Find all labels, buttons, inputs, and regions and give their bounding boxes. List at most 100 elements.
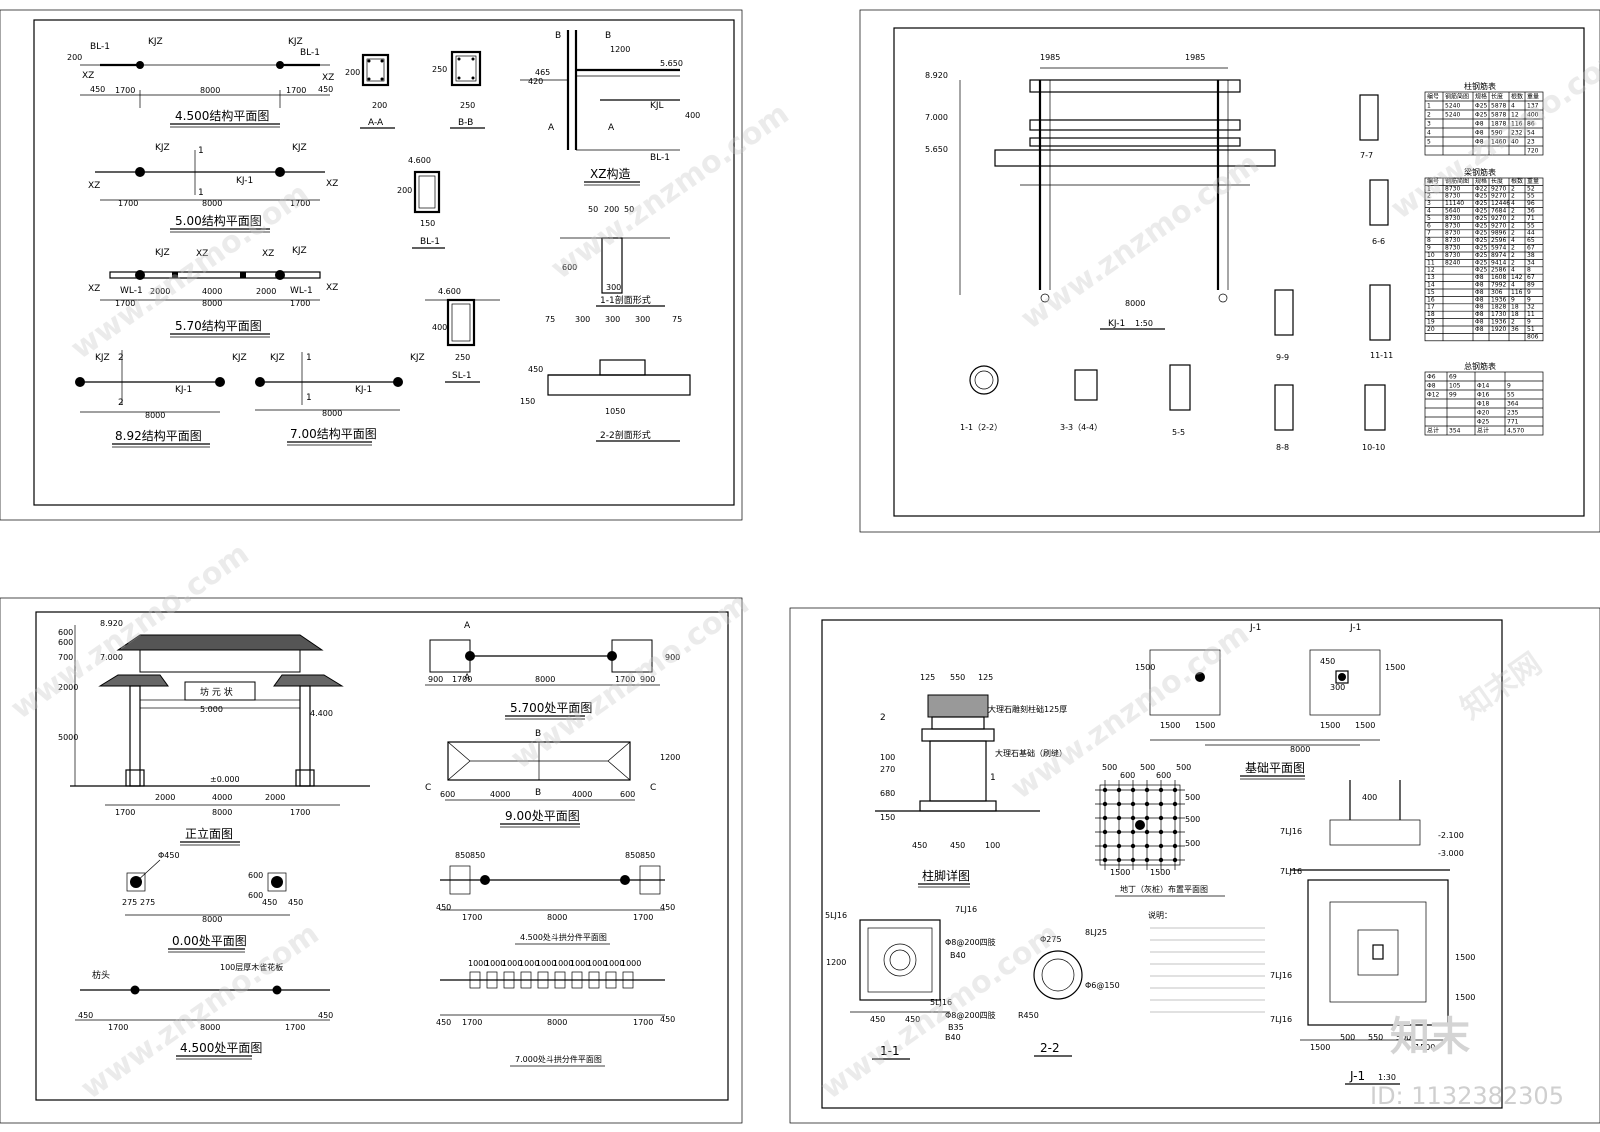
table-beam-rebar-cell: Φ25 (1475, 222, 1488, 229)
table-column-rebar-cell: 1 (1427, 103, 1431, 110)
d1: 125 (920, 673, 935, 682)
plan-5000: KJZ KJZ KJ-1 XZ XZ 1 1 1700 8000 1700 5.… (88, 143, 338, 233)
section-2-2: 75 300 300 300 75 450 150 1050 2-2剖面形式 (520, 315, 691, 442)
sect-8-8: 8-8 (1276, 443, 1289, 452)
table-column-rebar-cell: 1878 (1491, 121, 1506, 128)
bracket-dim: 1000 (604, 959, 624, 968)
d3: 8000 (200, 1023, 220, 1032)
table-beam-rebar-cell: Φ8 (1475, 296, 1484, 303)
table-beam-rebar-cell: 4 (1511, 200, 1515, 207)
table-beam-rebar-cell: 13 (1427, 274, 1435, 281)
table-column-rebar-cell: Φ25 (1475, 103, 1488, 110)
d1: 500 (1102, 763, 1117, 772)
pile-dot (1158, 815, 1164, 821)
table-beam-rebar-cell: 65 (1527, 237, 1535, 244)
d4: 300 (635, 315, 650, 324)
d7: 8000 (547, 913, 567, 922)
pile-dot (1172, 843, 1178, 849)
table-beam-rebar-cell: Φ25 (1475, 237, 1488, 244)
table-column-rebar-cell: 232 (1511, 130, 1523, 137)
tag-xz-2: XZ (262, 249, 274, 259)
dim-c: 4000 (202, 287, 222, 296)
d4: 100 (880, 753, 895, 762)
pile-dot (1172, 787, 1178, 793)
d9: 450 (950, 841, 965, 850)
front-elevation: 坊 元 状 8.920 7.000 5.000 4.400 ±0.000 200… (58, 619, 370, 846)
table-beam-rebar-cell: 1920 (1491, 326, 1506, 333)
pile-dot (1144, 857, 1150, 863)
d2: 600 (1120, 771, 1135, 780)
table-total-rebar-frame (1424, 371, 1544, 436)
bracket-unit (605, 971, 617, 989)
tag-xz-right: XZ (322, 73, 334, 83)
pile-dot (1102, 787, 1108, 793)
d5: 900 (640, 675, 655, 684)
d-d: 1700 (633, 1018, 653, 1027)
table-total-rebar-cell: Φ18 (1477, 401, 1490, 408)
d7: 500 (1396, 1033, 1411, 1042)
table-column-rebar-cell: Φ25 (1475, 112, 1488, 119)
table-beam-rebar-cell: 51 (1527, 326, 1535, 333)
section-1-1: 50 200 50 600 300 1-1剖面形式 (560, 205, 670, 307)
table-beam-rebar-cell: 规格 (1475, 177, 1487, 185)
t1: 7LJ16 (1280, 827, 1302, 836)
d5: 300 (606, 283, 621, 292)
bracket-unit (486, 971, 498, 989)
table-beam-rebar-cell: 9270 (1491, 193, 1506, 200)
table-column-rebar-cell: 400 (1527, 112, 1539, 119)
d-dia: Φ450 (158, 851, 180, 860)
table-beam-rebar-cell: Φ8 (1475, 311, 1484, 318)
table-beam-rebar-cell: Φ8 (1475, 289, 1484, 296)
table-total-rebar-cell: Φ16 (1477, 392, 1490, 399)
bracket-unit (588, 971, 600, 989)
table-beam-rebar-cell: 34 (1527, 259, 1535, 266)
sheet-4-inner-frame (821, 619, 1503, 1109)
d6: 450 (528, 365, 543, 374)
table-column-rebar-cell: 1460 (1491, 139, 1506, 146)
dim-l: 1985 (1040, 53, 1060, 62)
tag-cut-1: 1 (306, 353, 312, 363)
d1: 600 (248, 871, 263, 880)
bracket-unit (622, 971, 634, 989)
table-column-rebar-cell: 4 (1427, 130, 1431, 137)
elev-700: 7.000 (925, 113, 948, 122)
table-beam-rebar-cell: 重量 (1527, 177, 1539, 185)
title-kj1: KJ-1 (1108, 319, 1125, 329)
notes-title: 说明： (1148, 910, 1172, 920)
table-beam-rebar-cell: 18 (1427, 311, 1435, 318)
d5: 75 (672, 315, 682, 324)
table-beam-rebar-cell: Φ25 (1475, 215, 1488, 222)
table-beam-rebar-cell: 长度 (1491, 177, 1503, 185)
table-beam-rebar-cell: 2 (1511, 185, 1515, 192)
d2: 4000 (212, 793, 232, 802)
sect-10-10: 10-10 (1362, 443, 1385, 452)
tag-kj1: KJ-1 (355, 385, 372, 395)
dim-h: 400 (432, 323, 447, 332)
table-beam-rebar-cell: 9 (1511, 296, 1515, 303)
table-column-rebar-cell: 12 (1511, 112, 1519, 119)
table-column-rebar-cell: 5878 (1491, 112, 1506, 119)
pile-dot (1130, 843, 1136, 849)
sect-1-1: 1-1（2-2） (960, 423, 1002, 432)
table-beam-rebar-cell: 9896 (1491, 230, 1506, 237)
table-beam-rebar-cell: 32 (1527, 304, 1535, 311)
general-notes: 说明： (1148, 910, 1265, 1013)
table-beam-rebar-cell: 9270 (1491, 222, 1506, 229)
tag-1: 1 (990, 773, 996, 783)
section-a-a: 200 200 A-A (345, 53, 395, 129)
title-plan-0000: 0.00处平面图 (172, 934, 247, 948)
sheet-4-foundation: 125 550 125 100 270 680 150 450 450 100 … (789, 607, 1600, 1124)
table-beam-rebar-cell: Φ8 (1475, 274, 1484, 281)
tag-xz-l: XZ (88, 181, 100, 191)
d5: 450 (318, 1011, 333, 1020)
pile-dot (1172, 801, 1178, 807)
d4: 275 (140, 898, 155, 907)
pile-dot (1116, 815, 1122, 821)
tag-c2: C (650, 783, 656, 793)
d9: 450 (660, 903, 675, 912)
plan-0000: Φ450 600 600 275 275 450 450 8000 0.00处平… (122, 851, 303, 953)
table-beam-rebar-cell: 8 (1527, 267, 1531, 274)
